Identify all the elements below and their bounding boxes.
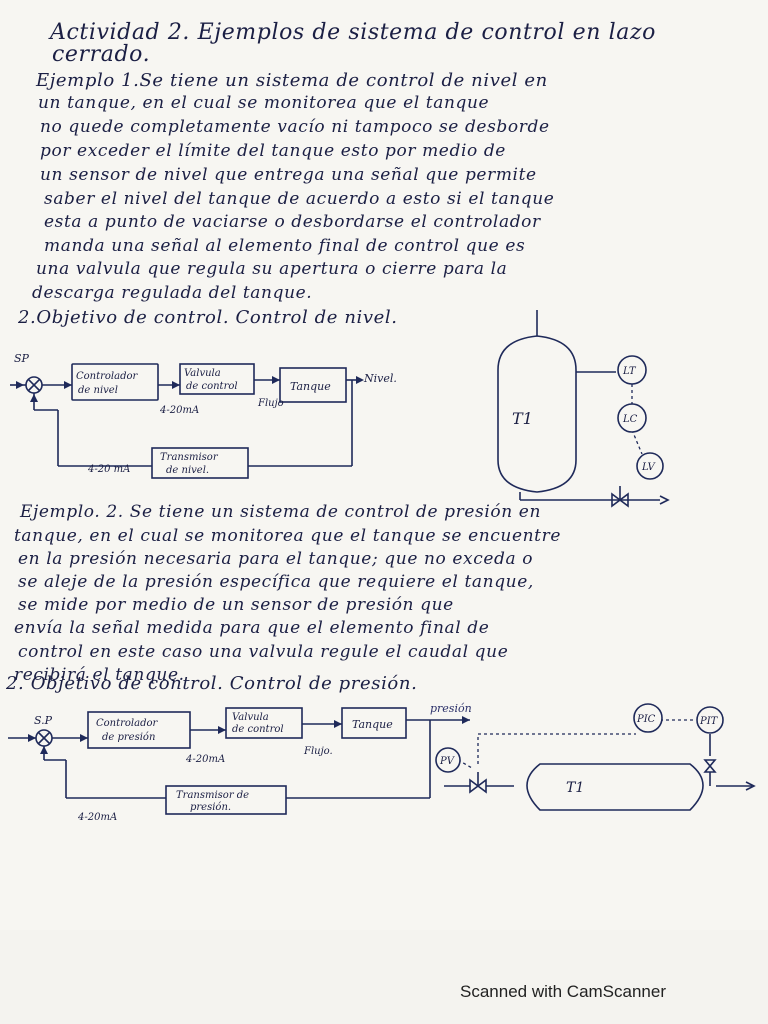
flow-label: Flujo <box>257 398 284 409</box>
controller-label-2: de presión <box>102 732 155 743</box>
paragraph-line: por exceder el límite del tanque esto po… <box>40 141 506 161</box>
paragraph-line: control en este caso una valvula regule … <box>18 642 509 662</box>
example1-objective: 2.Objetivo de control. Control de nivel. <box>18 307 398 328</box>
pressure-control-diagram: S.P Controlador de presión Valvula de co… <box>8 702 756 823</box>
lt-tag: LT <box>622 366 637 377</box>
vessel-label: T1 <box>566 780 584 796</box>
paragraph-line: un sensor de nivel que entrega una señal… <box>40 165 537 185</box>
signal-label: 4-20mA <box>159 405 199 416</box>
paragraph-line: una valvula que regula su apertura o cie… <box>36 259 508 279</box>
flow-label: Flujo. <box>303 746 333 757</box>
paragraph-line: Ejemplo. 2. Se tiene un sistema de contr… <box>20 502 541 522</box>
paragraph-line: descarga regulada del tanque. <box>32 283 313 303</box>
lv-tag: LV <box>641 462 656 473</box>
controller-label-2: de nivel <box>78 385 118 396</box>
lt-bubble <box>617 355 647 385</box>
example2-objective: 2. Objetivo de control. Control de presi… <box>6 673 418 694</box>
transmitter-label-2: de nivel. <box>166 465 209 476</box>
lv-bubble <box>636 452 664 480</box>
paragraph-line: manda una señal al elemento final de con… <box>44 236 526 256</box>
paragraph-line: envía la señal medida para que el elemen… <box>14 618 490 638</box>
level-control-diagram: SP Controlador de nivel Valvula de contr… <box>10 310 670 508</box>
pic-tag: PIC <box>636 714 656 725</box>
pv-bubble <box>435 747 461 773</box>
lc-bubble <box>617 403 647 433</box>
output-label: presión <box>430 702 472 715</box>
transmitter-label-1: Transmisor de <box>176 790 249 801</box>
paragraph-line: saber el nivel del tanque de acuerdo a e… <box>44 189 555 209</box>
tank-label: Tanque <box>352 718 393 731</box>
transmitter-label-2: presión. <box>190 802 231 813</box>
valve-label-2: de control <box>232 724 284 735</box>
page-title-line1: Actividad 2. Ejemplos de sistema de cont… <box>50 20 656 45</box>
sp-label: SP <box>14 352 30 365</box>
paragraph-line: recibirá el tanque. <box>14 665 185 685</box>
sp-label: S.P <box>34 714 53 727</box>
paragraph-line: tanque, en el cual se monitorea que el t… <box>14 526 561 546</box>
pic-bubble <box>633 703 663 733</box>
paragraph-line: esta a punto de vaciarse o desbordarse e… <box>44 212 541 232</box>
paragraph-line: un tanque, en el cual se monitorea que e… <box>38 93 490 113</box>
scanner-watermark: Scanned with CamScanner <box>460 982 667 1001</box>
tank-label: Tanque <box>290 380 331 393</box>
valve-label-1: Valvula <box>232 712 269 723</box>
feedback-signal-label: 4-20mA <box>77 812 117 823</box>
pv-tag: PV <box>439 756 456 767</box>
pit-tag: PIT <box>699 716 719 727</box>
paragraph-line: se aleje de la presión específica que re… <box>18 572 534 592</box>
page-title-line2: cerrado. <box>52 42 151 67</box>
controller-label-1: Controlador <box>76 371 139 382</box>
output-label: Nivel. <box>363 372 397 385</box>
signal-label: 4-20mA <box>185 754 225 765</box>
vessel-label: T1 <box>512 409 533 428</box>
feedback-signal-label: 4-20 mA <box>87 464 130 475</box>
pit-bubble <box>696 706 724 734</box>
lc-tag: LC <box>622 414 638 425</box>
paragraph-line: en la presión necesaria para el tanque; … <box>18 549 534 569</box>
controller-label-1: Controlador <box>96 718 159 729</box>
paragraph-line: no quede completamente vacío ni tampoco … <box>40 117 550 137</box>
valve-label-1: Valvula <box>184 368 221 379</box>
paragraph-line: se mide por medio de un sensor de presió… <box>18 595 454 615</box>
paragraph-line: Ejemplo 1.Se tiene un sistema de control… <box>36 70 548 91</box>
valve-label-2: de control <box>186 381 238 392</box>
transmitter-label-1: Transmisor <box>160 452 219 463</box>
